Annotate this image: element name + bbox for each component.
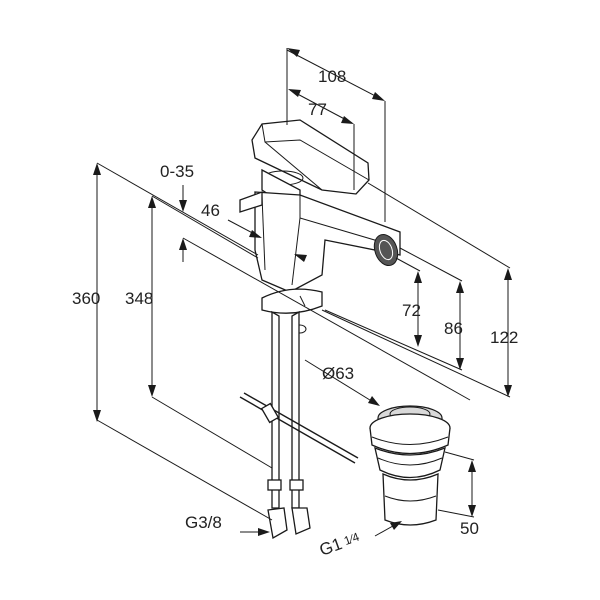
dim-label-g1-fraction: 1⁄4 xyxy=(342,530,362,549)
base-flange xyxy=(261,288,323,314)
dim-label-46: 46 xyxy=(201,201,220,220)
hose-connector-left xyxy=(267,507,288,540)
faucet xyxy=(239,119,401,540)
dim-label-360: 360 xyxy=(72,289,100,308)
dim-label-108: 108 xyxy=(318,67,346,86)
dim-label-86: 86 xyxy=(444,319,463,338)
drain-tail xyxy=(382,472,439,526)
dim-label-g1-main: G1 xyxy=(317,534,345,560)
dim-label-77: 77 xyxy=(308,100,327,119)
drain-assembly xyxy=(369,405,451,526)
dimension-lines xyxy=(93,48,512,537)
drain-body xyxy=(374,446,446,479)
dim-label-0-35: 0-35 xyxy=(160,162,194,181)
supply-hose-right xyxy=(291,310,300,509)
dim-label-50: 50 xyxy=(460,519,479,538)
lift-rod xyxy=(239,191,263,213)
dim-label-72: 72 xyxy=(402,301,421,320)
dim-label-348: 348 xyxy=(125,289,153,308)
dim-label-122: 122 xyxy=(490,328,518,347)
dim-label-g1-1-4: G1 1⁄4 xyxy=(317,530,362,560)
dim-label-diameter-63: Ø63 xyxy=(322,364,354,383)
faucet-body xyxy=(254,191,401,293)
popup-rod xyxy=(239,396,356,464)
dim-label-g3-8: G3/8 xyxy=(185,513,222,532)
hose-connector-right xyxy=(291,507,311,535)
